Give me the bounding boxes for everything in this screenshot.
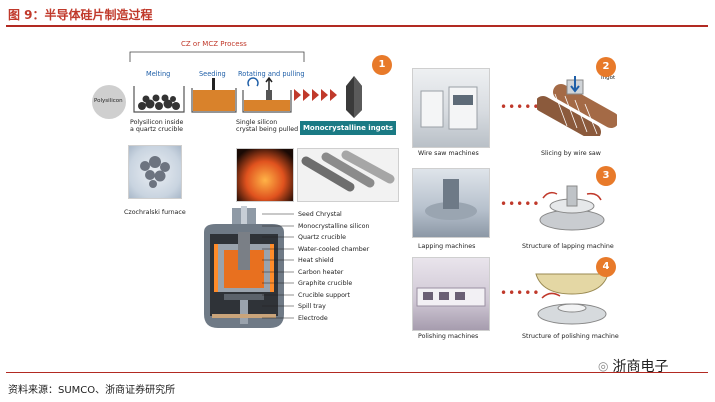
stage-seeding-label: Seeding	[199, 70, 226, 78]
footer-divider	[6, 372, 708, 373]
pulled-caption-2: crystal being pulled	[236, 126, 299, 133]
lapping-structure-diagram	[539, 185, 605, 231]
step3-connector-dots: •••••	[500, 197, 541, 211]
step-badge-1: 1	[372, 55, 392, 75]
furnace-part-label: Graphite crucible	[298, 280, 353, 287]
molten-silicon-photo	[236, 148, 294, 202]
lapping-structure-label: Structure of lapping machine	[522, 243, 614, 250]
watermark-text: 浙商电子	[612, 359, 669, 375]
czochralski-furnace-photo	[128, 145, 182, 199]
step-badge-3: 3	[596, 166, 616, 186]
polishing-machines-photo	[412, 257, 490, 331]
polishing-structure-label: Structure of polishing machine	[522, 333, 619, 340]
cz-process-header: CZ or MCZ Process	[181, 40, 247, 48]
furnace-part-label: Carbon heater	[298, 268, 344, 276]
ingot-icon	[346, 76, 362, 118]
slicing-by-wire-saw-label: Slicing by wire saw	[541, 150, 601, 157]
watermark-logo: ◎ 浙商电子	[598, 356, 668, 376]
crucible-melting	[133, 86, 185, 113]
lapping-machines-photo	[412, 168, 490, 238]
monocrystalline-ingots-label: Monocrystalline ingots	[300, 121, 396, 135]
furnace-part-label: Crucible support	[298, 291, 350, 299]
stage-rotating-label: Rotating and pulling	[238, 70, 305, 78]
wire-saw-slicing-diagram	[537, 76, 617, 136]
pulled-caption-1: Single silicon	[236, 119, 278, 126]
furnace-part-label: Water-cooled chamber	[298, 245, 370, 253]
figure-title: 图 9：半导体硅片制造过程	[8, 8, 153, 22]
furnace-leader-lines	[262, 213, 294, 319]
step-badge-4: 4	[596, 257, 616, 277]
crucible-pulling	[242, 76, 292, 113]
furnace-part-label: Quartz crucible	[298, 234, 347, 241]
polishing-structure-diagram	[535, 273, 609, 325]
crucible-caption-2: a quartz crucible	[130, 126, 183, 133]
furnace-part-label: Spill tray	[298, 303, 326, 310]
crucible-seeding	[191, 78, 237, 113]
step-badge-2: 2	[596, 57, 616, 77]
czochralski-furnace-label: Czochralski furnace	[124, 209, 186, 216]
stage-melting-label: Melting	[146, 70, 171, 78]
title-divider	[6, 25, 708, 27]
polysilicon-label: Polysilicon	[94, 98, 123, 104]
cz-process-bracket	[129, 51, 305, 62]
crucible-caption-1: Polysilicon inside	[130, 119, 184, 126]
czochralski-furnace-diagram	[204, 206, 284, 328]
step4-connector-dots: •••••	[500, 286, 541, 300]
ingot-label-small: Ingot	[601, 75, 616, 81]
step2-connector-dots: •••••	[500, 100, 541, 114]
furnace-part-label: Heat shield	[298, 257, 334, 264]
furnace-part-label: Monocrystalline silicon	[298, 222, 370, 230]
source-note: 资料来源：SUMCO、浙商证券研究所	[8, 385, 176, 396]
furnace-part-label: Electrode	[298, 314, 328, 322]
polysilicon-circle	[92, 85, 126, 119]
furnace-part-label: Seed Chrystal	[298, 211, 342, 218]
lapping-machines-label: Lapping machines	[418, 243, 476, 250]
wire-saw-machines-photo	[412, 68, 490, 148]
flow-arrows	[294, 89, 337, 101]
polishing-machines-label: Polishing machines	[418, 333, 479, 340]
wechat-icon: ◎	[598, 359, 609, 373]
ingots-photo	[297, 148, 399, 202]
wire-saw-machines-label: Wire saw machines	[418, 150, 479, 157]
